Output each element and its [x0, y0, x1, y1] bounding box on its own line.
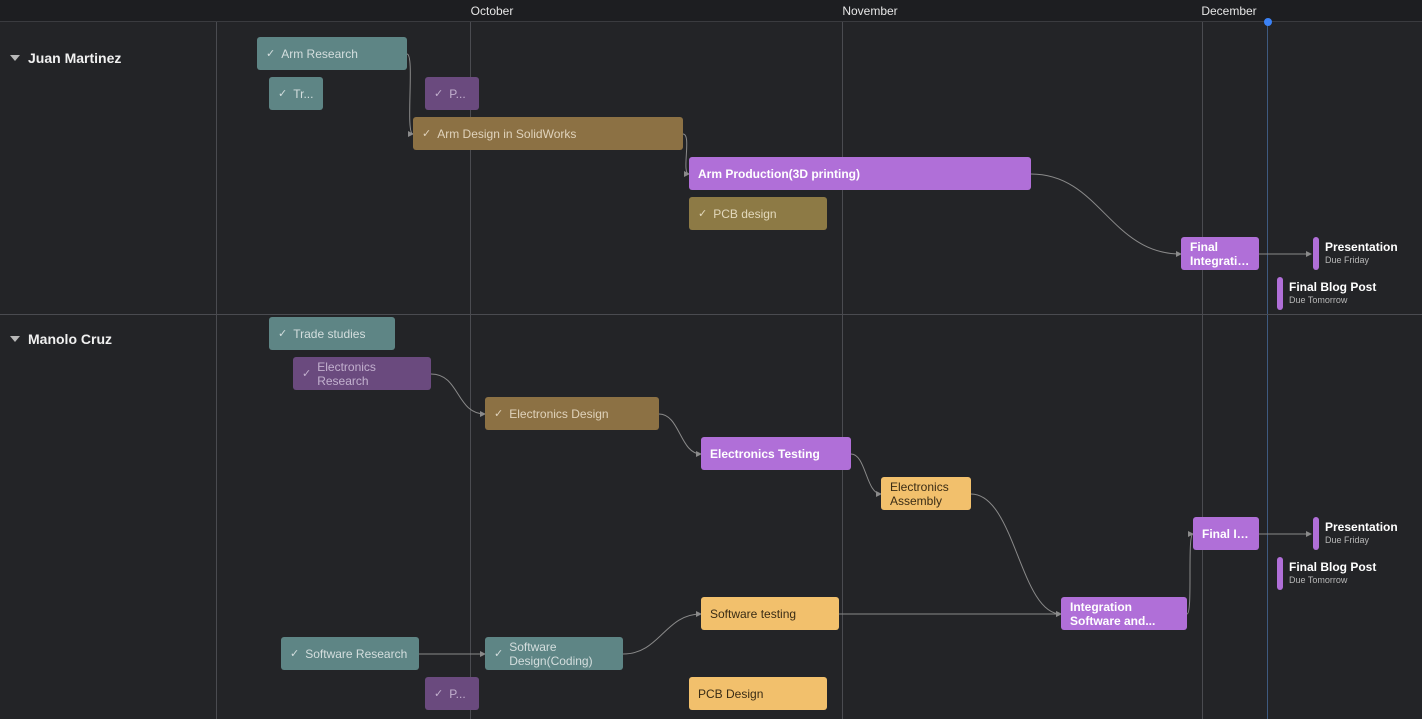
check-icon: ✓	[278, 328, 288, 340]
month-divider-october	[470, 22, 471, 719]
task-label: PCB Design	[698, 686, 764, 701]
task-p-collapsed[interactable]: ✓ P...	[425, 77, 479, 110]
task-label: Trade studies	[293, 326, 366, 341]
task-electronics-assembly[interactable]: Electronics Assembly	[881, 477, 971, 510]
task-pcb-design[interactable]: PCB Design	[689, 677, 827, 710]
group-name: Juan Martinez	[28, 50, 122, 66]
task-electronics-testing[interactable]: Electronics Testing	[701, 437, 851, 470]
link-electronics-testing-to-assembly	[850, 453, 882, 497]
check-icon: ✓	[434, 688, 444, 700]
task-arm-design[interactable]: ✓ Arm Design in SolidWorks	[413, 117, 683, 150]
check-icon: ✓	[434, 88, 444, 100]
caret-down-icon[interactable]	[10, 336, 20, 342]
group-header-manolo-cruz[interactable]: Manolo Cruz	[10, 331, 112, 347]
task-label: Electronics Research	[317, 359, 376, 388]
task-trade-studies[interactable]: ✓ Trade studies	[269, 317, 395, 350]
milestone-due: Due Friday	[1325, 255, 1370, 265]
task-label: P...	[449, 686, 466, 701]
task-label: Arm Research	[281, 46, 358, 61]
milestone-marker[interactable]	[1277, 277, 1283, 310]
task-label: P...	[449, 86, 466, 101]
milestone-final-blog-post[interactable]: Final Blog Post Due Tomorrow	[1277, 557, 1376, 590]
task-integration-software[interactable]: Integration Software and...	[1061, 597, 1187, 630]
link-arm-production-to-final-integration	[1030, 173, 1182, 257]
task-arm-research[interactable]: ✓ Arm Research	[257, 37, 407, 70]
check-icon: ✓	[266, 48, 276, 60]
task-software-research[interactable]: ✓ Software Research	[281, 637, 419, 670]
today-marker[interactable]	[1264, 18, 1272, 26]
check-icon: ✓	[698, 208, 708, 220]
today-line	[1267, 22, 1268, 719]
link-electronics-design-to-testing	[658, 413, 702, 457]
task-label: Electronics Testing	[710, 446, 820, 461]
check-icon: ✓	[422, 128, 432, 140]
check-icon: ✓	[302, 368, 312, 380]
group-divider	[0, 314, 1422, 315]
resource-sidebar	[0, 22, 217, 719]
task-label: Electronics Design	[509, 406, 609, 421]
task-label: Final Integration	[1190, 239, 1250, 268]
task-p-collapsed[interactable]: ✓ P...	[425, 677, 479, 710]
link-electronics-assembly-to-integration	[970, 493, 1062, 617]
milestone-due: Due Tomorrow	[1289, 295, 1348, 305]
milestone-due: Due Friday	[1325, 535, 1370, 545]
timeline-header: October November December	[0, 0, 1422, 22]
month-divider-december	[1202, 22, 1203, 719]
task-label: Software testing	[710, 606, 797, 621]
task-label: Arm Design in SolidWorks	[437, 126, 577, 141]
task-arm-production[interactable]: Arm Production(3D printing)	[689, 157, 1031, 190]
task-label: Final In...	[1202, 526, 1250, 541]
milestone-presentation[interactable]: Presentation Due Friday	[1313, 237, 1398, 270]
task-electronics-research[interactable]: ✓ Electronics Research	[293, 357, 431, 390]
milestone-due: Due Tomorrow	[1289, 575, 1348, 585]
milestone-title: Final Blog Post	[1289, 280, 1377, 294]
milestone-presentation[interactable]: Presentation Due Friday	[1313, 517, 1398, 550]
task-label: Arm Production(3D printing)	[698, 166, 860, 181]
check-icon: ✓	[278, 88, 288, 100]
check-icon: ✓	[494, 408, 504, 420]
month-label-december: December	[1201, 4, 1257, 18]
group-name: Manolo Cruz	[28, 331, 112, 347]
month-label-october: October	[470, 4, 514, 18]
task-label: PCB design	[713, 206, 777, 221]
month-label-november: November	[842, 4, 898, 18]
milestone-title: Presentation	[1325, 520, 1398, 534]
link-software-design-to-testing	[622, 611, 702, 655]
task-software-testing[interactable]: Software testing	[701, 597, 839, 630]
task-electronics-design[interactable]: ✓ Electronics Design	[485, 397, 659, 430]
task-label: Integration Software and...	[1070, 599, 1156, 628]
task-pcb-design[interactable]: ✓ PCB design	[689, 197, 827, 230]
task-label: Electronics Assembly	[890, 479, 949, 508]
milestone-marker[interactable]	[1277, 557, 1283, 590]
milestone-final-blog-post[interactable]: Final Blog Post Due Tomorrow	[1277, 277, 1376, 310]
task-final-integration[interactable]: Final In...	[1193, 517, 1259, 550]
month-divider-november	[842, 22, 843, 719]
task-trade-studies-collapsed[interactable]: ✓ Tr...	[269, 77, 323, 110]
milestone-marker[interactable]	[1313, 237, 1319, 270]
task-label: Software Research	[305, 646, 408, 661]
milestone-title: Presentation	[1325, 240, 1398, 254]
task-label: Tr...	[293, 86, 314, 101]
task-final-integration[interactable]: Final Integration	[1181, 237, 1259, 270]
caret-down-icon[interactable]	[10, 55, 20, 61]
link-electronics-research-to-design	[430, 373, 486, 417]
milestone-marker[interactable]	[1313, 517, 1319, 550]
check-icon: ✓	[494, 648, 504, 660]
task-software-design[interactable]: ✓ Software Design(Coding)	[485, 637, 623, 670]
milestone-title: Final Blog Post	[1289, 560, 1377, 574]
check-icon: ✓	[290, 648, 300, 660]
group-header-juan-martinez[interactable]: Juan Martinez	[10, 50, 121, 66]
task-label: Software Design(Coding)	[509, 639, 593, 668]
